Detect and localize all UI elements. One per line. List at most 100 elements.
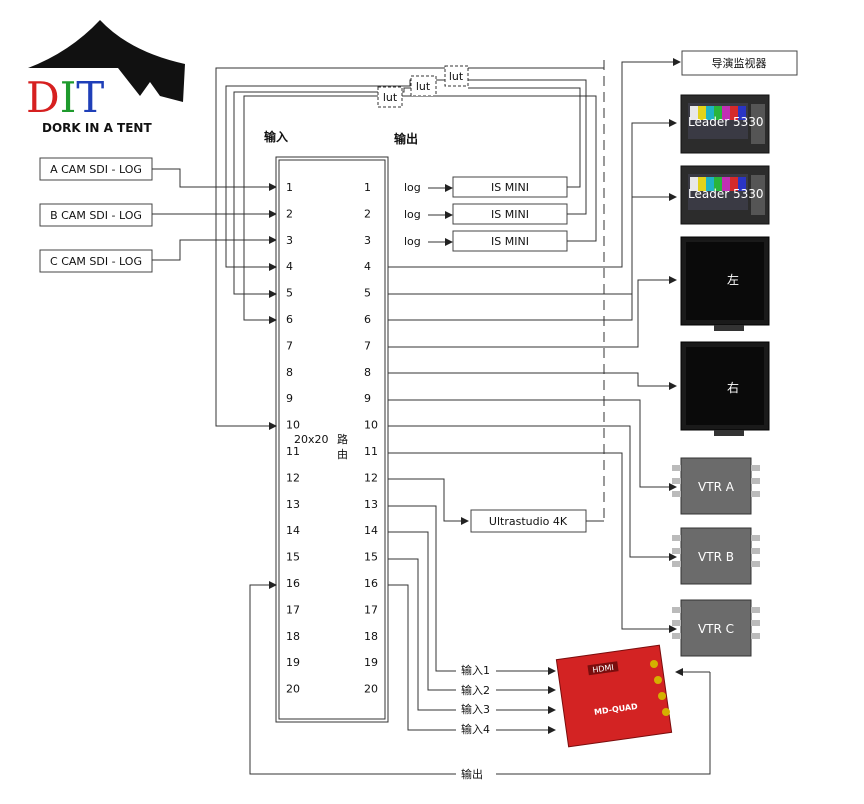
logo-letter-i: I (60, 73, 77, 122)
source-a: A CAM SDI - LOG (39, 157, 153, 181)
router-output-port-16: 16 (364, 577, 378, 590)
lut-box-3: lut (377, 86, 403, 108)
source-b: B CAM SDI - LOG (39, 203, 153, 227)
monitor-left: 左 (680, 236, 770, 331)
director-monitor-label: 导演监视器 (712, 56, 767, 70)
router-input-port-17: 17 (286, 603, 300, 616)
quad-input-2-label: 输入2 (461, 683, 490, 697)
vtr-b: VTR B (672, 527, 760, 585)
md-quad-device: HDMI MD-QUAD (555, 644, 673, 748)
router-output-port-8: 8 (364, 366, 371, 379)
is-mini-1: log IS MINI (404, 176, 568, 198)
router-label-2: 路 (337, 433, 348, 446)
director-monitor: 导演监视器 (681, 50, 798, 76)
router-input-port-14: 14 (286, 524, 300, 537)
router-input-port-19: 19 (286, 656, 300, 669)
router-output-port-3: 3 (364, 234, 371, 247)
source-c: C CAM SDI - LOG (39, 249, 153, 273)
svg-text:lut: lut (449, 70, 464, 83)
router-output-port-13: 13 (364, 498, 378, 511)
router-input-port-8: 8 (286, 366, 293, 379)
logo-subtitle: DORK IN A TENT (42, 121, 152, 135)
monitor-left-label: 左 (727, 272, 739, 287)
router-output-port-11: 11 (364, 445, 378, 458)
router-input-port-11: 11 (286, 445, 300, 458)
router-output-port-1: 1 (364, 181, 371, 194)
tent-icon (28, 20, 185, 102)
vtr-c: VTR C (672, 599, 760, 657)
router-input-port-10: 10 (286, 419, 300, 432)
dit-logo: DIT DORK IN A TENT (26, 20, 185, 135)
quad-brand: HDMI (592, 663, 614, 675)
router-input-port-12: 12 (286, 471, 300, 484)
router-output-port-19: 19 (364, 656, 378, 669)
router-input-port-5: 5 (286, 287, 293, 300)
log-label-1: log (404, 181, 421, 194)
ultrastudio-label: Ultrastudio 4K (489, 515, 568, 528)
router-input-port-15: 15 (286, 551, 300, 564)
router-label: 20x20 (294, 433, 329, 446)
logo-letter-t: T (76, 73, 104, 122)
router-input-port-1: 1 (286, 181, 293, 194)
vtr-b-label: VTR B (698, 550, 734, 564)
svg-text:lut: lut (416, 80, 431, 93)
router-output-port-17: 17 (364, 603, 378, 616)
router-input-port-7: 7 (286, 339, 293, 352)
leader-5330-2: Leader 5330 (680, 165, 770, 225)
leader-5330-1: Leader 5330 (680, 94, 770, 154)
router-input-port-16: 16 (286, 577, 300, 590)
is-mini-2: log IS MINI (404, 203, 568, 225)
logo-letter-d: D (26, 73, 60, 122)
router-output-port-14: 14 (364, 524, 378, 537)
router-label-3: 由 (337, 447, 348, 461)
quad-output-label: 输出 (461, 767, 483, 781)
is-mini-2-label: IS MINI (491, 208, 529, 221)
svg-text:lut: lut (383, 91, 398, 104)
router-output-port-5: 5 (364, 287, 371, 300)
vtr-c-label: VTR C (698, 622, 734, 636)
router-output-port-20: 20 (364, 683, 378, 696)
router-input-port-20: 20 (286, 683, 300, 696)
leader-5330-2-label: Leader 5330 (688, 187, 764, 201)
is-mini-3-label: IS MINI (491, 235, 529, 248)
router-input-port-13: 13 (286, 498, 300, 511)
is-mini-3: log IS MINI (404, 230, 568, 252)
source-b-label: B CAM SDI - LOG (50, 209, 142, 222)
router-output-port-18: 18 (364, 630, 378, 643)
lut-box-2: lut (410, 75, 437, 97)
router-output-port-12: 12 (364, 471, 378, 484)
quad-input-1-label: 输入1 (461, 663, 490, 677)
router-input-port-4: 4 (286, 260, 293, 273)
router-input-port-6: 6 (286, 313, 293, 326)
log-label-3: log (404, 235, 421, 248)
quad-input-4-label: 输入4 (461, 722, 490, 736)
output-header: 输出 (394, 131, 418, 146)
router-output-port-15: 15 (364, 551, 378, 564)
router-output-port-9: 9 (364, 392, 371, 405)
router-output-port-7: 7 (364, 339, 371, 352)
router-input-port-2: 2 (286, 207, 293, 220)
lut-box-1: lut (444, 65, 469, 87)
vtr-a-label: VTR A (698, 480, 735, 494)
router-output-port-6: 6 (364, 313, 371, 326)
router-input-port-9: 9 (286, 392, 293, 405)
source-c-label: C CAM SDI - LOG (50, 255, 142, 268)
monitor-right-label: 右 (727, 380, 739, 395)
is-mini-1-label: IS MINI (491, 181, 529, 194)
vtr-a: VTR A (672, 457, 760, 515)
leader-5330-1-label: Leader 5330 (688, 115, 764, 129)
router-output-port-2: 2 (364, 207, 371, 220)
router-input-port-18: 18 (286, 630, 300, 643)
quad-input-3-label: 输入3 (461, 702, 490, 716)
input-header: 输入 (264, 129, 288, 144)
router-output-port-4: 4 (364, 260, 371, 273)
router-input-port-3: 3 (286, 234, 293, 247)
svg-text:DIT: DIT (26, 73, 104, 122)
ultrastudio-4k: Ultrastudio 4K (470, 509, 587, 533)
log-label-2: log (404, 208, 421, 221)
monitor-right: 右 (680, 341, 770, 436)
source-a-label: A CAM SDI - LOG (50, 163, 142, 176)
router-output-port-10: 10 (364, 419, 378, 432)
